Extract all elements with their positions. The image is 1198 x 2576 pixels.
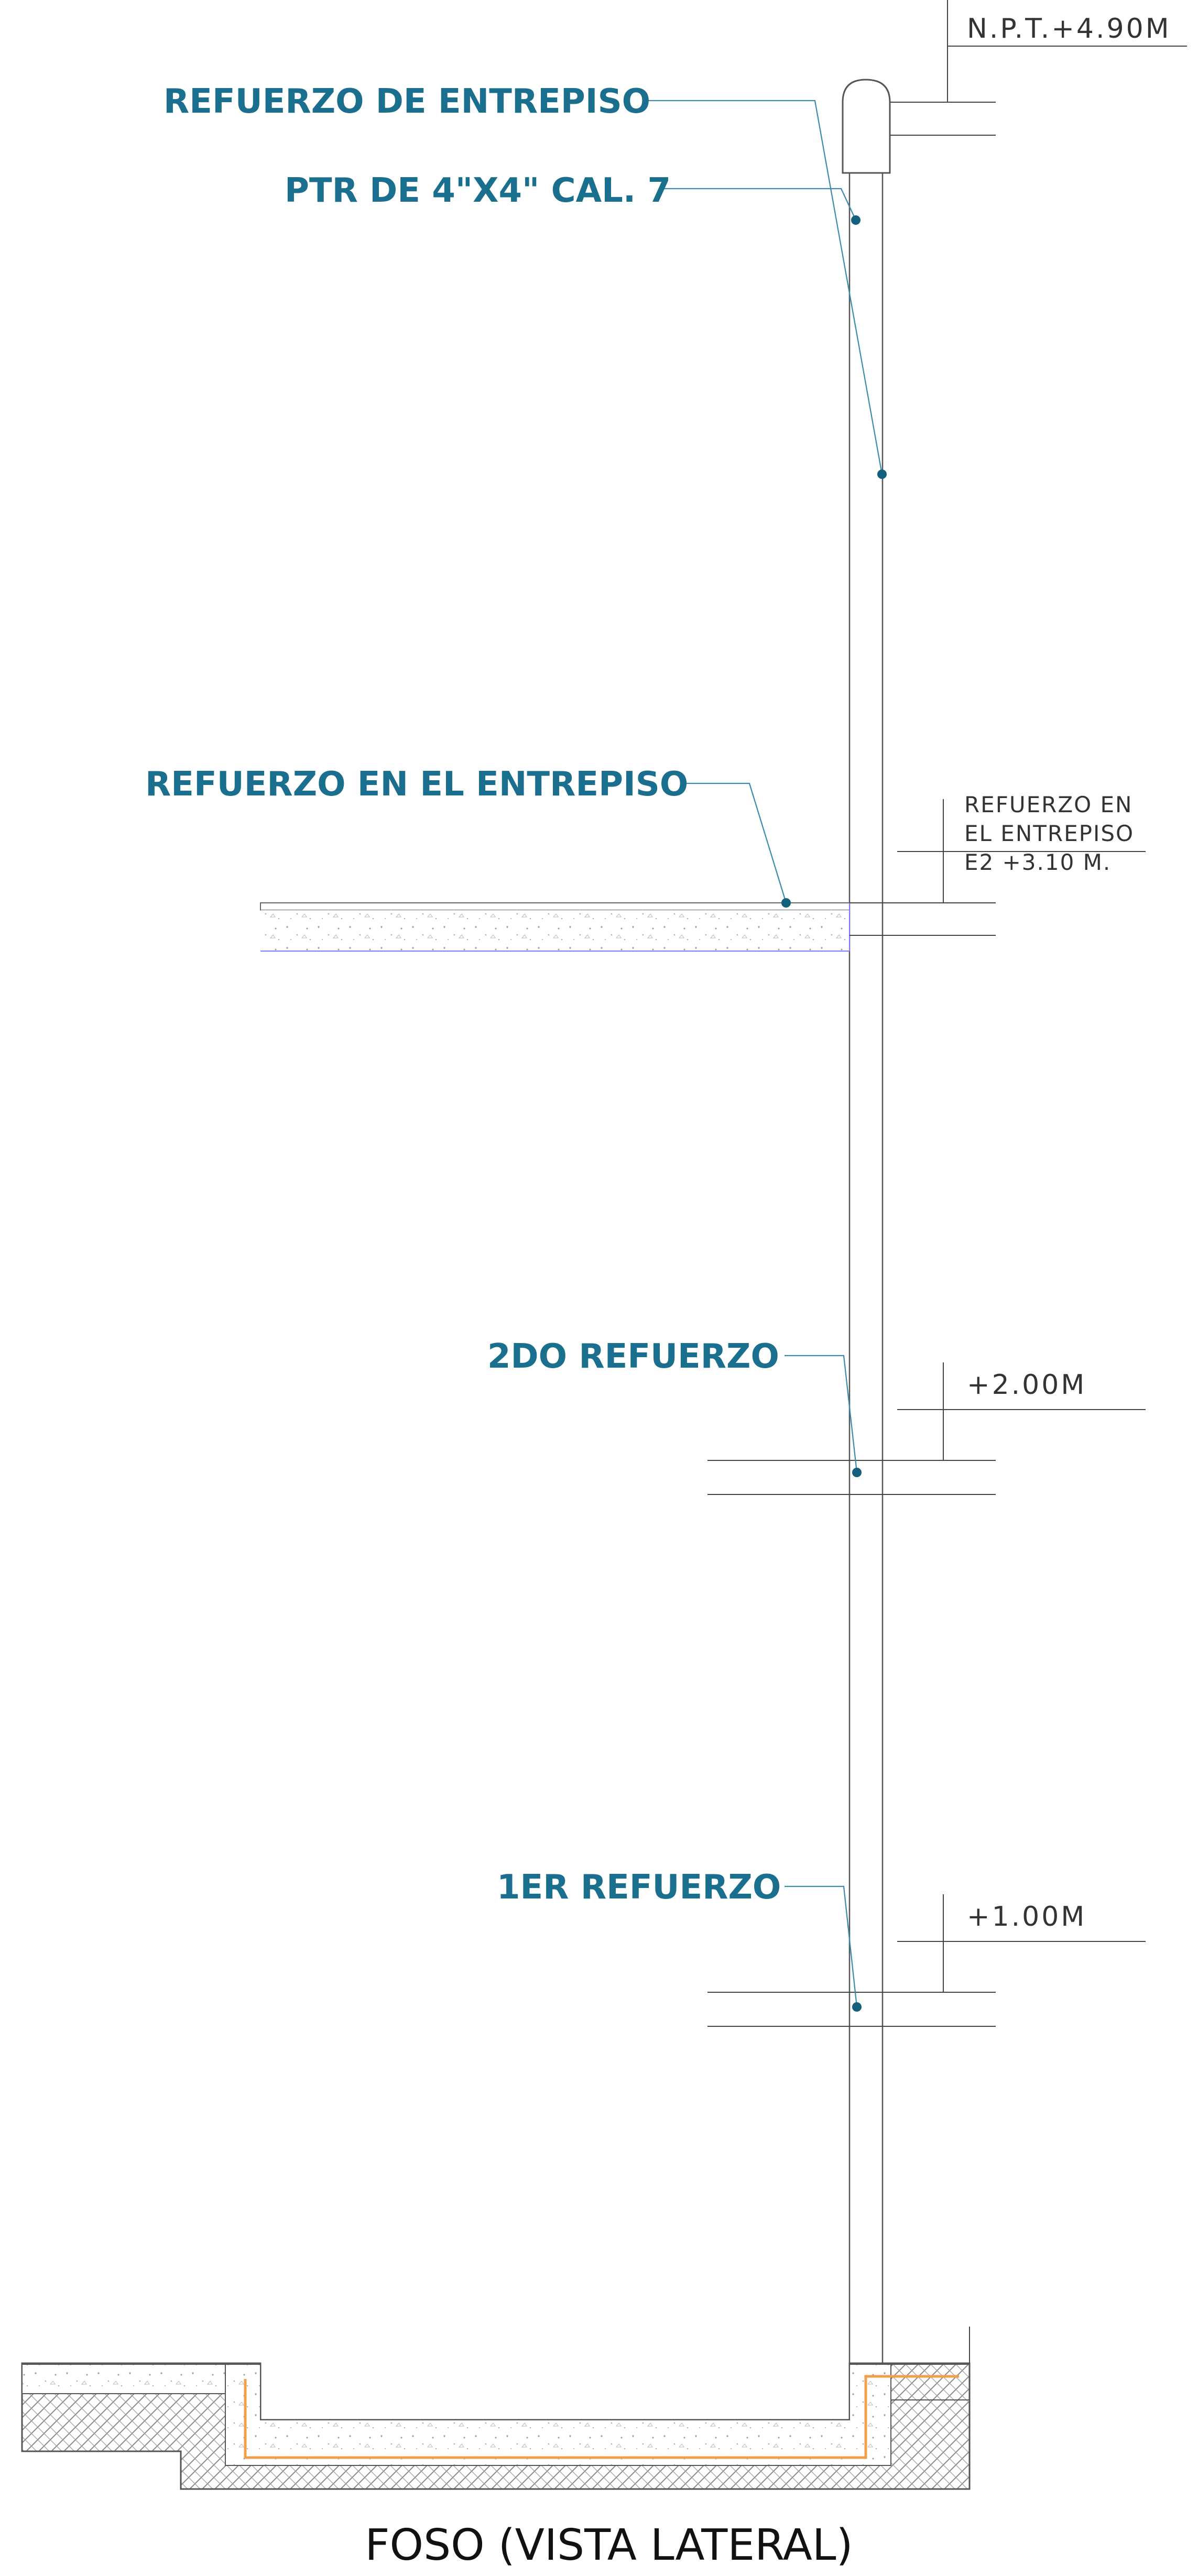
rebar-line [244, 2375, 959, 2459]
ptr-text: PTR DE 4"X4" CAL. 7 [285, 171, 671, 210]
pit-foundation [21, 2327, 971, 2490]
2do-refuerzo-text: 2DO REFUERZO [487, 1337, 779, 1376]
refuerzo-en-el-entrepiso-text: REFUERZO EN EL ENTREPISO [145, 765, 688, 804]
drawing-title: FOSO (VISTA LATERAL) [365, 2520, 853, 2570]
label-refuerzo-de-entrepiso: REFUERZO DE ENTREPISO [164, 82, 887, 479]
ptr-post [848, 173, 884, 2364]
entrepiso-level-line1: REFUERZO EN [964, 792, 1132, 817]
npt-level-marker: N.P.T.+4.90M [890, 0, 1187, 136]
level-2-marker: +2.00M [707, 1362, 1146, 1495]
label-2do-refuerzo: 2DO REFUERZO [487, 1337, 862, 1477]
level-1-marker: +1.00M [707, 1894, 1146, 2027]
label-ptr: PTR DE 4"X4" CAL. 7 [285, 171, 861, 225]
refuerzo-de-entrepiso-text: REFUERZO DE ENTREPISO [164, 82, 650, 121]
top-cap [842, 79, 891, 174]
level-1-text: +1.00M [967, 1901, 1086, 1933]
entrepiso-level-line2: EL ENTREPISO [964, 821, 1134, 846]
slab [260, 902, 996, 952]
npt-level-text: N.P.T.+4.90M [967, 13, 1171, 45]
entrepiso-level-line3: E2 +3.10 M. [964, 849, 1111, 875]
1er-refuerzo-text: 1ER REFUERZO [497, 1868, 781, 1907]
label-1er-refuerzo: 1ER REFUERZO [497, 1868, 862, 2012]
label-refuerzo-en-el-entrepiso: REFUERZO EN EL ENTREPISO [145, 765, 791, 908]
level-2-text: +2.00M [967, 1369, 1086, 1401]
entrepiso-level-marker: REFUERZO EN EL ENTREPISO E2 +3.10 M. [897, 792, 1146, 903]
